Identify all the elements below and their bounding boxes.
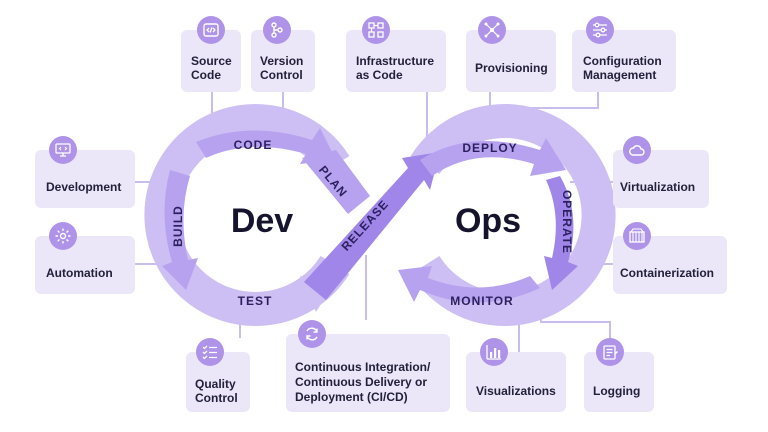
ops-loop-ring <box>410 104 616 326</box>
card-provisioning-line1: Provisioning <box>475 61 548 75</box>
phase-test-label: TEST <box>238 294 273 308</box>
card-infrastructure-line1: Infrastructure <box>356 54 435 68</box>
card-logging: Logging <box>584 338 654 412</box>
card-virtualization-line1: Virtualization <box>620 180 696 194</box>
phase-monitor-label: MONITOR <box>450 294 513 308</box>
bar-chart-icon <box>480 338 508 366</box>
card-visualizations: Visualizations <box>466 338 566 412</box>
card-version-control-line1: Version <box>260 54 304 68</box>
phase-deploy-label: DEPLOY <box>462 141 517 155</box>
network-icon <box>478 16 506 44</box>
card-containerization-line1: Containerization <box>620 266 715 280</box>
blocks-icon <box>362 16 390 44</box>
card-cicd-line3: Deployment (CI/CD) <box>295 390 408 404</box>
cloud-icon <box>623 136 651 164</box>
branch-icon <box>263 16 291 44</box>
card-configuration-line2: Management <box>583 68 657 82</box>
operate-arrow <box>544 176 578 290</box>
sliders-icon <box>586 16 614 44</box>
card-development-line1: Development <box>46 180 122 194</box>
card-virtualization: Virtualization <box>613 136 709 208</box>
card-infrastructure-line2: as Code <box>356 68 403 82</box>
ops-word: Ops <box>455 202 521 240</box>
phase-operate-label: OPERATE <box>560 190 574 254</box>
plan-arrow <box>302 150 370 214</box>
monitor-code-icon <box>49 136 77 164</box>
card-cicd-line2: Continuous Delivery or <box>295 375 428 389</box>
monitor-arrow <box>398 266 540 303</box>
deploy-arrow <box>420 138 566 176</box>
checklist-icon <box>196 338 224 366</box>
code-arrow <box>196 128 336 164</box>
card-logging-line1: Logging <box>593 384 641 398</box>
release-arrow <box>304 152 440 300</box>
card-quality-control-line1: Quality <box>195 377 236 391</box>
card-infrastructure: Infrastructure as Code <box>346 16 446 92</box>
card-automation: Automation <box>35 222 135 294</box>
code-icon <box>197 16 225 44</box>
test-arrow <box>200 276 336 312</box>
card-source-code-line2: Code <box>191 68 221 82</box>
card-source-code-line1: Source <box>191 54 232 68</box>
card-cicd: Continuous Integration/ Continuous Deliv… <box>286 320 450 412</box>
card-containerization: Containerization <box>613 222 727 294</box>
card-configuration: Configuration Management <box>572 16 676 92</box>
card-configuration-line1: Configuration <box>583 54 662 68</box>
card-source-code: Source Code <box>181 16 241 92</box>
card-version-control: Version Control <box>251 16 315 92</box>
gear-icon <box>49 222 77 250</box>
container-icon <box>623 222 651 250</box>
card-quality-control-line2: Control <box>195 391 238 405</box>
card-quality-control: Quality Control <box>186 338 250 412</box>
card-visualizations-line1: Visualizations <box>476 384 556 398</box>
log-icon <box>596 338 624 366</box>
card-automation-line1: Automation <box>46 266 113 280</box>
card-version-control-line2: Control <box>260 68 303 82</box>
cycle-icon <box>298 320 326 348</box>
card-cicd-line1: Continuous Integration/ <box>295 360 431 374</box>
build-arrow <box>162 170 198 290</box>
phase-code-label: CODE <box>234 138 273 152</box>
card-development: Development <box>35 136 135 208</box>
dev-word: Dev <box>231 202 293 240</box>
phase-build-label: BUILD <box>171 205 185 247</box>
card-provisioning: Provisioning <box>466 16 556 92</box>
